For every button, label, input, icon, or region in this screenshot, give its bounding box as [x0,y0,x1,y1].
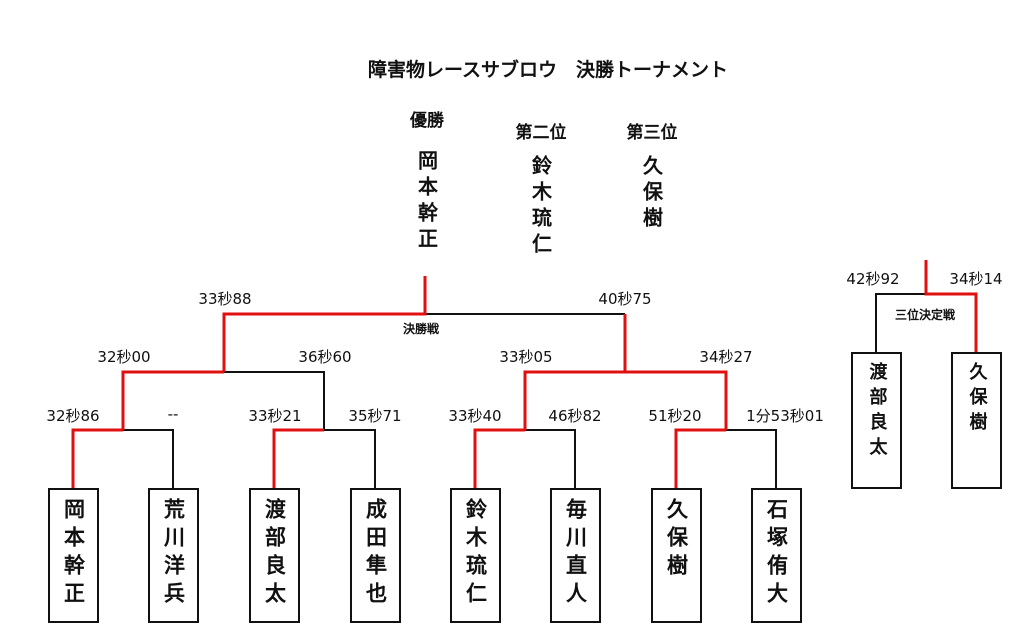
semi-time: 33秒05 [499,348,553,366]
final-label: 決勝戦 [402,322,440,336]
player-name: 石塚侑大 [764,498,790,610]
player-card: 渡部良太 [851,352,902,489]
third-place-left-time: 42秒92 [846,270,900,288]
player-card: 荒川洋兵 [148,488,199,623]
player-name: 久保樹 [664,498,690,582]
player-card: 毎川直人 [550,488,601,623]
player-name: 久保樹 [966,362,988,437]
player-card: 渡部良太 [249,488,300,623]
second-place-name: 鈴木琉仁 [528,155,553,259]
player-card: 石塚侑大 [751,488,802,623]
third-place-right-time: 34秒14 [949,270,1003,288]
semi-time: 36秒60 [298,348,352,366]
player-card: 岡本幹正 [48,488,99,623]
player-time: -- [167,405,179,423]
final-right-time: 40秒75 [598,290,652,308]
player-name: 成田隼也 [363,498,389,610]
champion-label: 優勝 [410,111,444,131]
player-time: 33秒40 [448,407,502,425]
player-name: 渡部良太 [262,498,288,610]
player-name: 毎川直人 [563,498,589,610]
player-name: 鈴木琉仁 [463,498,489,610]
player-card: 久保樹 [651,488,702,623]
third-place-match-label: 三位決定戦 [894,308,956,322]
semi-time: 32秒00 [97,348,151,366]
third-place-name: 久保樹 [639,155,664,233]
player-name: 岡本幹正 [61,498,87,610]
champion-name: 岡本幹正 [414,150,439,254]
final-left-time: 33秒88 [198,290,252,308]
player-card: 鈴木琉仁 [450,488,501,623]
player-time: 46秒82 [548,407,602,425]
player-name: 荒川洋兵 [161,498,187,610]
bracket-winner-lines [71,260,978,488]
page-title: 障害物レースサブロウ 決勝トーナメント [367,59,729,81]
player-time: 32秒86 [46,407,100,425]
player-name: 渡部良太 [866,362,888,462]
player-time: 1分53秒01 [746,407,824,425]
player-card: 久保樹 [951,352,1002,489]
third-place-label: 第三位 [626,123,678,143]
player-card: 成田隼也 [350,488,401,623]
semi-time: 34秒27 [699,348,753,366]
player-time: 51秒20 [648,407,702,425]
player-time: 35秒71 [348,407,402,425]
second-place-label: 第二位 [515,123,567,143]
player-time: 33秒21 [248,407,302,425]
bracket-black-lines [73,293,926,488]
